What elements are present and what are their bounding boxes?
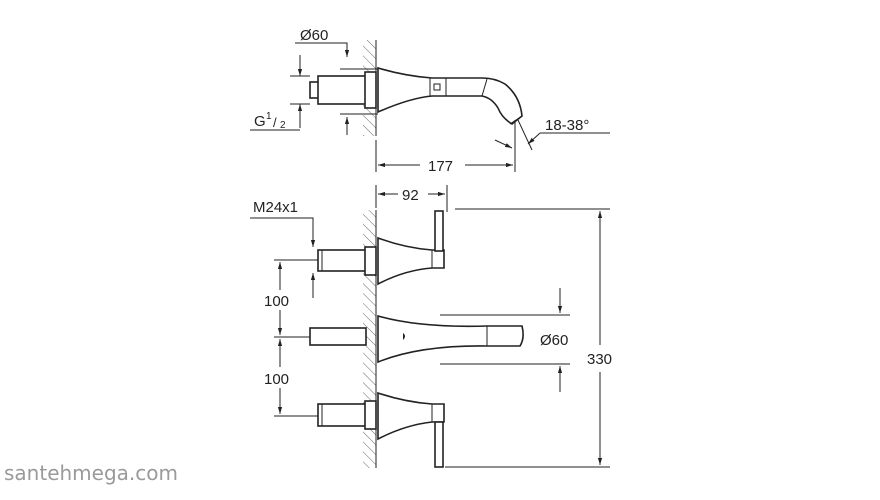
height-label: 330 xyxy=(587,351,612,368)
watermark: santehmega.com xyxy=(4,461,178,485)
connector-pipe xyxy=(317,75,367,105)
upper-valve-handle xyxy=(317,210,445,286)
spout-indicator xyxy=(403,333,405,340)
thread-label-denominator: 2 xyxy=(280,120,286,131)
lower-lever xyxy=(434,421,444,468)
lower-valve-handle xyxy=(317,391,445,468)
top-view-spout xyxy=(309,40,523,136)
upper-lever xyxy=(434,210,444,252)
spout-diameter-label: Ø60 xyxy=(540,332,568,349)
aerator-button xyxy=(433,83,441,91)
spacing-lower-label: 100 xyxy=(264,371,289,388)
length-label: 177 xyxy=(428,158,453,175)
middle-spout xyxy=(309,314,524,364)
thread-label-g: G xyxy=(254,113,266,130)
thread-label-numerator: 1 xyxy=(266,111,272,122)
bottom-view-assembly xyxy=(309,210,524,468)
flange xyxy=(364,71,377,109)
spout-body xyxy=(377,66,523,125)
thread-label-slash: / xyxy=(273,115,277,130)
bottom-view-dimensions: 92 M24x1 100 100 Ø60 330 xyxy=(250,185,612,468)
top-diameter-label: Ø60 xyxy=(300,27,328,44)
depth-label: 92 xyxy=(402,187,419,204)
angle-label: 18-38° xyxy=(545,117,589,134)
spacing-upper-label: 100 xyxy=(264,293,289,310)
top-view-dimensions: Ø60 G 1 / 2 177 18-38° xyxy=(250,27,610,175)
thread-m24-label: M24x1 xyxy=(253,199,298,216)
